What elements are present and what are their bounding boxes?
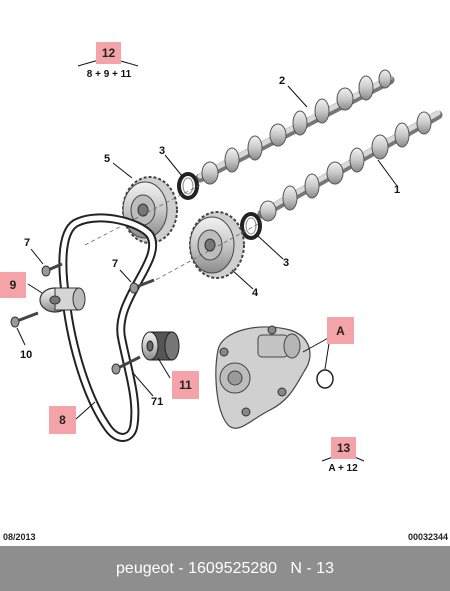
bolt-left (41, 262, 63, 277)
bolt-10 (10, 311, 39, 328)
label-4: 4 (252, 287, 259, 299)
part-info-bar: peugeot - 1609525280 N - 13 (0, 546, 450, 591)
label-10: 10 (20, 349, 33, 361)
label-7-left: 7 (24, 237, 31, 249)
part-number: 1609525280 (188, 559, 278, 577)
idler-pulley (141, 331, 180, 361)
label-5: 5 (104, 153, 111, 165)
callout-12: 12 (96, 42, 121, 64)
callout-13: 13 (331, 437, 356, 459)
o-ring (316, 369, 334, 389)
footer-date: 08/2013 (3, 532, 36, 542)
label-2: 2 (279, 75, 286, 87)
callout-12-label: 12 (101, 46, 116, 60)
seal-ring-lower (240, 212, 262, 240)
tensioner-pulley (39, 287, 86, 313)
separator: - (173, 559, 189, 577)
brand-name: peugeot (116, 559, 174, 577)
camshaft-upper (195, 69, 395, 185)
label-7-center: 7 (112, 258, 119, 270)
separator (277, 560, 290, 578)
formula-13: A + 12 (328, 463, 358, 474)
label-3-upper: 3 (159, 145, 166, 157)
formula-12: 8 + 9 + 11 (86, 69, 132, 80)
label-3-lower: 3 (283, 257, 290, 269)
bolt-71 (111, 355, 141, 375)
callout-8-label: 8 (59, 413, 66, 427)
section-code: N - 13 (290, 559, 334, 577)
exploded-parts-diagram (10, 57, 443, 462)
callout-11: 11 (172, 371, 199, 399)
label-71: 71 (151, 396, 164, 408)
sprocket-lower (189, 211, 245, 279)
callout-A-label: A (336, 323, 345, 338)
callout-9: 9 (0, 272, 26, 298)
bolt-center (129, 278, 155, 294)
water-pump (215, 325, 311, 429)
callout-8: 8 (49, 406, 76, 434)
label-1: 1 (394, 184, 401, 196)
callout-A: A (327, 317, 354, 344)
footer-code: 00032344 (407, 532, 448, 542)
callout-13-label: 13 (336, 441, 351, 455)
camshaft-lower (257, 110, 443, 222)
seal-ring-upper (177, 172, 199, 200)
callout-9-label: 9 (9, 278, 17, 292)
callout-11-label: 11 (179, 378, 192, 392)
timing-belt (58, 213, 157, 442)
